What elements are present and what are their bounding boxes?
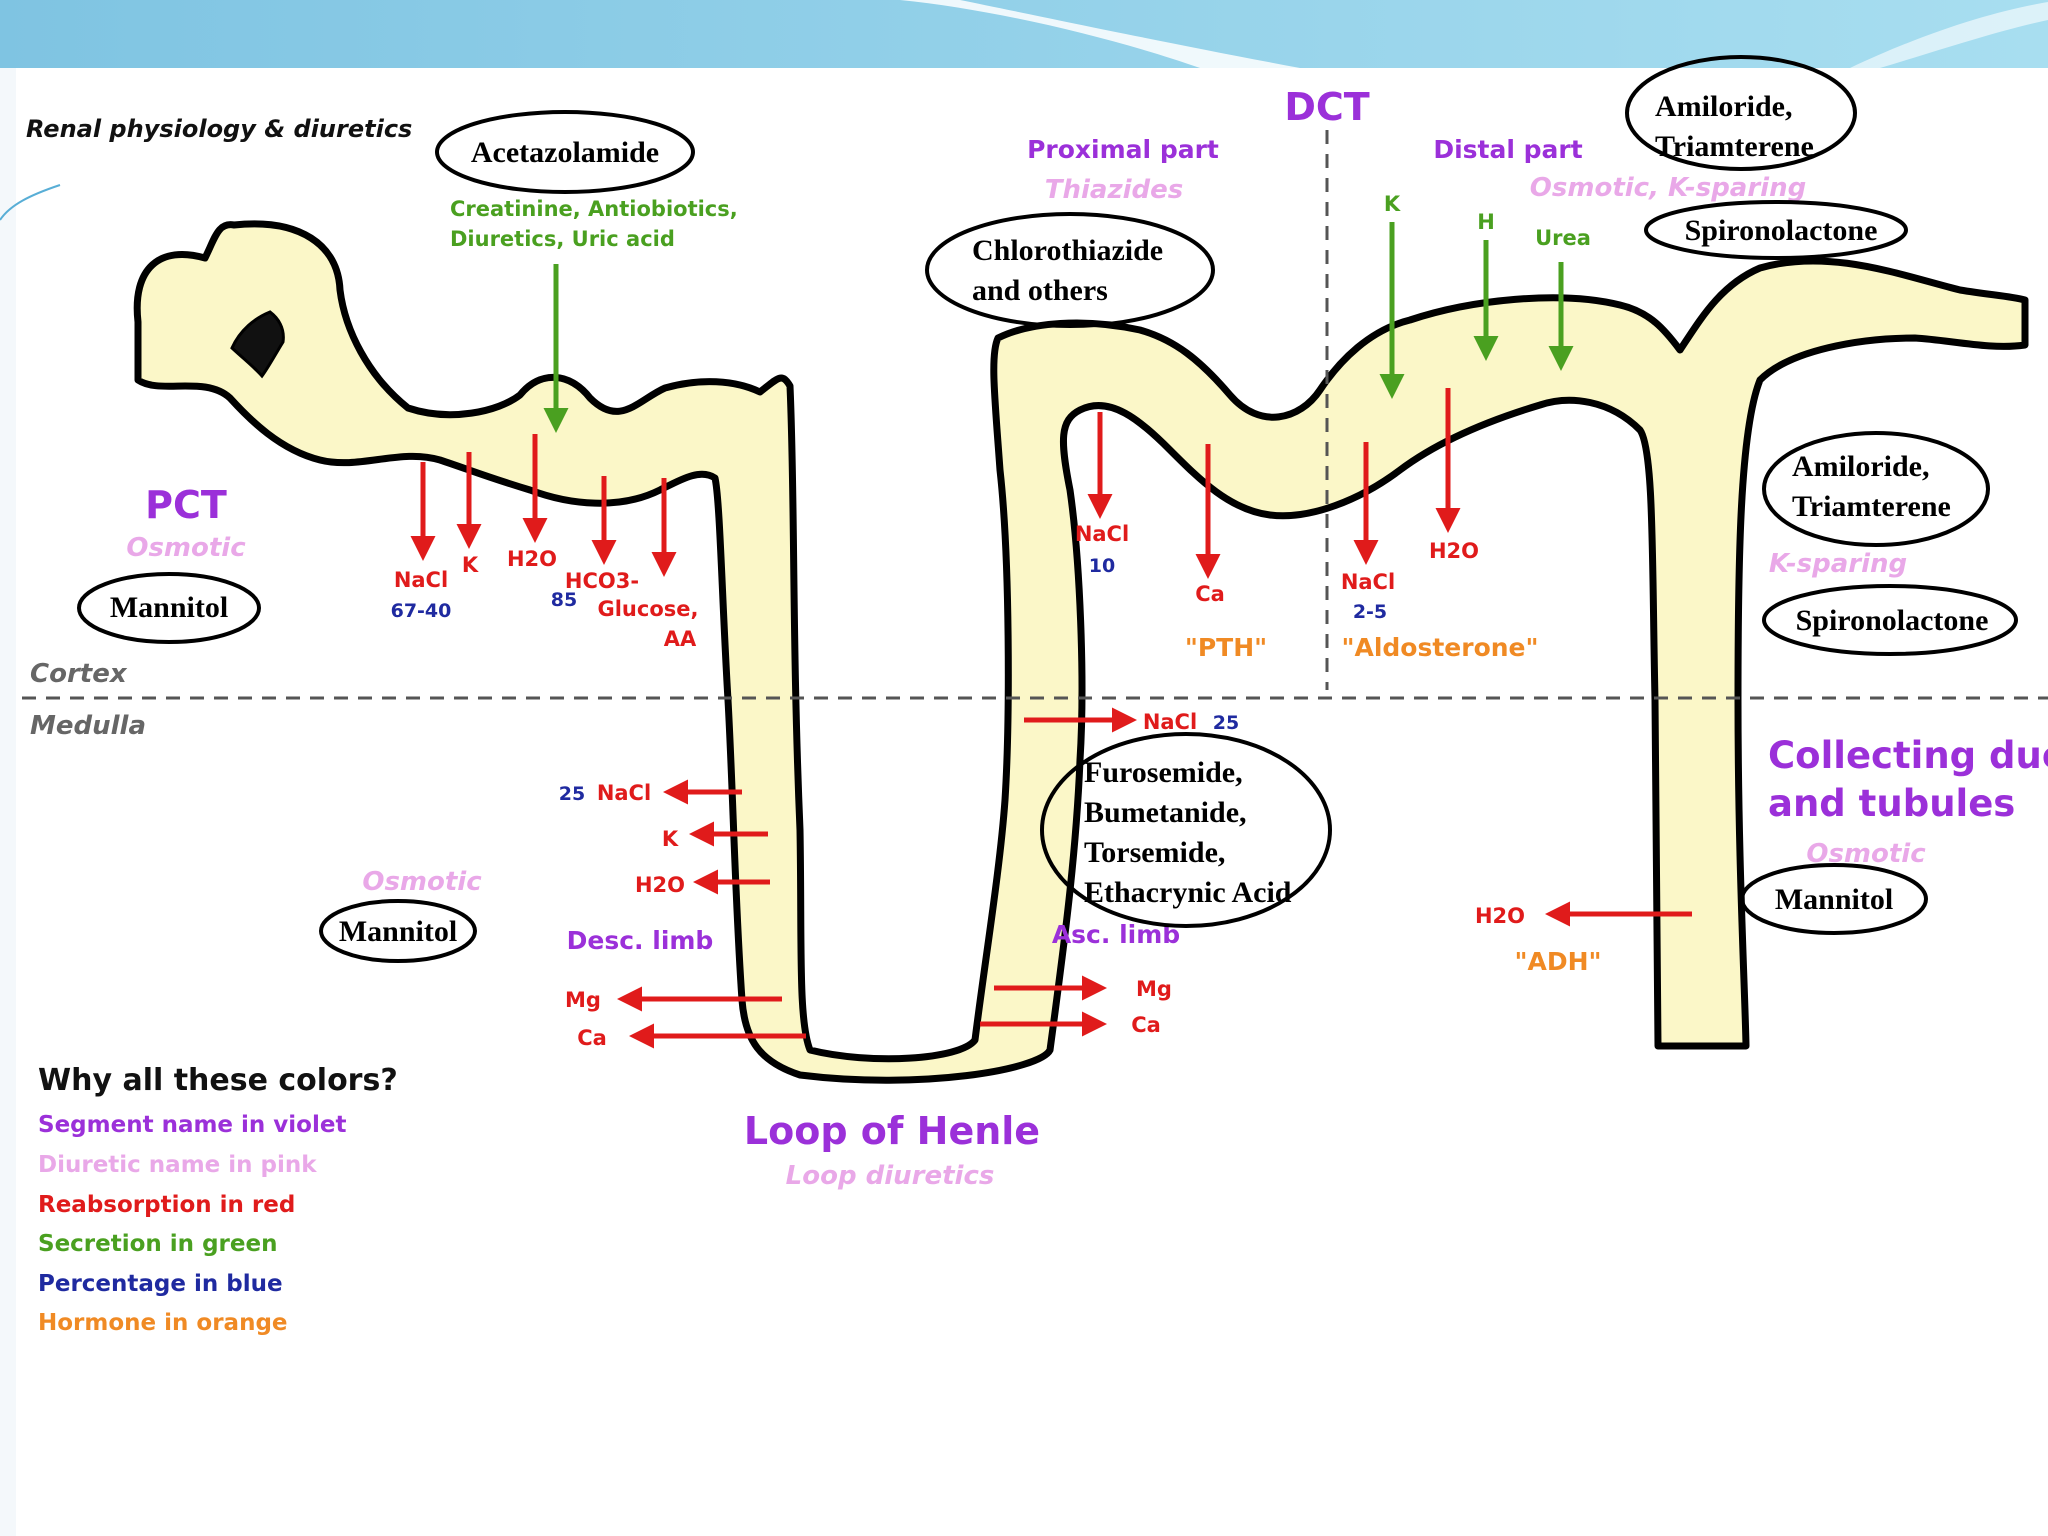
desc-k-label: K: [662, 827, 679, 851]
loop-ca-left-label: Ca: [577, 1026, 607, 1050]
glomerulus: [230, 310, 285, 379]
acetazolamide-oval: [435, 110, 695, 194]
pct-k-label: K: [462, 553, 479, 577]
dct-distal-label: Distal part: [1433, 135, 1582, 164]
chlorothiazide-oval: [925, 212, 1215, 328]
legend-item: Hormone in orange: [38, 1310, 288, 1336]
loop-diuretics-oval: [1040, 732, 1332, 928]
legend-item: Diuretic name in pink: [38, 1152, 317, 1178]
loop-drug-line3: Torsemide,: [1084, 836, 1225, 869]
loop-ca-right-label: Ca: [1131, 1013, 1161, 1037]
nephron-tubule: [133, 220, 2029, 1084]
dct-name: DCT: [1284, 85, 1369, 129]
legend-item: Percentage in blue: [38, 1271, 283, 1297]
cd-adh-label: "ADH": [1514, 947, 1601, 976]
nephron-outline: [133, 220, 2029, 1084]
asc-nacl-pct: 25: [1213, 712, 1239, 734]
amiloride-top-line2: Triamterene: [1655, 130, 1814, 163]
pct-secretion-line1: Creatinine, Antiobiotics,: [450, 197, 738, 221]
cd-h2o-label: H2O: [1475, 904, 1525, 928]
pct-h2o-pct: 85: [551, 589, 577, 611]
dct-k-secretion-label: K: [1384, 192, 1401, 216]
pct-hco3-label: HCO3-: [565, 569, 639, 593]
pct-secretion-line2: Diuretics, Uric acid: [450, 227, 675, 251]
dct-aldosterone-label: "Aldosterone": [1341, 633, 1538, 662]
legend-title: Why all these colors?: [38, 1063, 398, 1098]
pct-nacl-pct: 67-40: [391, 600, 452, 622]
cortex-label: Cortex: [30, 659, 128, 689]
dct-pth-label: "PTH": [1185, 633, 1267, 662]
desc-nacl-label: NaCl: [597, 781, 651, 805]
dct-nacl2-label: NaCl: [1341, 570, 1395, 594]
amiloride-top-line1: Amiloride,: [1655, 90, 1792, 123]
mannitol-cd-oval: [1740, 863, 1928, 935]
legend-item: Reabsorption in red: [38, 1192, 295, 1218]
dct-h2o-label: H2O: [1429, 539, 1479, 563]
pct-name: PCT: [145, 483, 227, 527]
acetazolamide-label: Acetazolamide: [471, 136, 659, 169]
pct-glucose-label: Glucose,: [598, 597, 699, 621]
legend-item: Secretion in green: [38, 1231, 277, 1257]
desc-limb-label: Desc. limb: [567, 926, 714, 955]
loop-drug-line4: Ethacrynic Acid: [1084, 876, 1292, 909]
mannitol-loop-label: Mannitol: [339, 915, 457, 948]
mannitol-pct-label: Mannitol: [110, 591, 228, 624]
amiloride-cd-line2: Triamterene: [1792, 490, 1951, 523]
dct-proximal-label: Proximal part: [1027, 135, 1219, 164]
cd-name-line1: Collecting duct: [1768, 734, 2048, 777]
pct-nacl-label: NaCl: [394, 568, 448, 592]
pct-diuretic: Osmotic: [126, 533, 246, 563]
mannitol-pct-oval: [77, 572, 261, 644]
pct-aa-label: AA: [664, 627, 697, 651]
desc-h2o-label: H2O: [635, 873, 685, 897]
mannitol-cd-label: Mannitol: [1775, 883, 1893, 916]
loop-drug-line1: Furosemide,: [1084, 756, 1243, 789]
diagram-title: Renal physiology & diuretics: [26, 115, 412, 143]
loop-mg-left-label: Mg: [565, 988, 601, 1012]
spironolactone-cd-label: Spironolactone: [1796, 604, 1989, 637]
amiloride-cd-oval: [1762, 431, 1990, 547]
spironolactone-top-oval: [1644, 200, 1908, 260]
dct-h-secretion-label: H: [1477, 210, 1495, 234]
chlorothiazide-line1: Chlorothiazide: [972, 234, 1163, 267]
loop-drug-line2: Bumetanide,: [1084, 796, 1247, 829]
legend-item: Segment name in violet: [38, 1112, 346, 1138]
mannitol-loop-oval: [319, 899, 477, 963]
amiloride-cd-line1: Amiloride,: [1792, 450, 1929, 483]
spironolactone-top-label: Spironolactone: [1685, 214, 1878, 247]
chlorothiazide-line2: and others: [972, 274, 1108, 307]
asc-nacl-label: NaCl: [1143, 710, 1197, 734]
dct-nacl2-pct: 2-5: [1353, 601, 1387, 623]
dct-nacl-label: NaCl: [1075, 522, 1129, 546]
color-legend: Why all these colors? Segment name in vi…: [38, 1063, 398, 1336]
dct-distal-diuretic: Osmotic, K-sparing: [1530, 173, 1806, 203]
loop-diuretic: Loop diuretics: [786, 1161, 995, 1191]
dct-urea-secretion-label: Urea: [1535, 226, 1591, 250]
loop-name: Loop of Henle: [744, 1109, 1040, 1153]
cd-name-line2: and tubules: [1768, 782, 2015, 825]
medulla-label: Medulla: [30, 711, 146, 741]
dct-nacl-pct: 10: [1089, 555, 1115, 577]
loop-mg-right-label: Mg: [1136, 977, 1172, 1001]
spironolactone-cd-oval: [1762, 584, 2018, 656]
amiloride-top-oval: [1625, 55, 1857, 171]
loop-osmotic: Osmotic: [362, 867, 482, 897]
dct-proximal-diuretic: Thiazides: [1045, 175, 1183, 205]
cd-k-sparing: K-sparing: [1769, 549, 1907, 579]
pct-h2o-label: H2O: [507, 547, 557, 571]
dct-ca-label: Ca: [1195, 582, 1225, 606]
desc-nacl-pct: 25: [559, 783, 585, 805]
